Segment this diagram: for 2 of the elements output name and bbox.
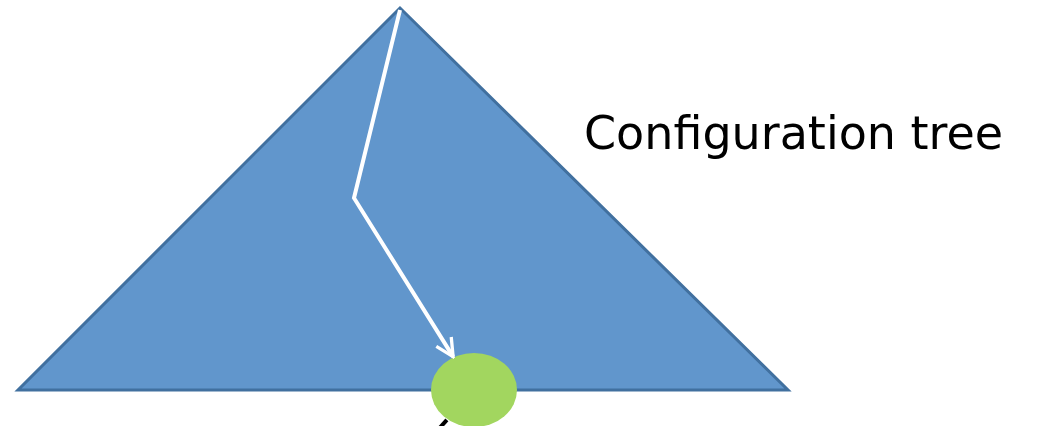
path-arrow [351, 9, 455, 359]
tree-label: Configuration tree [584, 106, 1004, 160]
